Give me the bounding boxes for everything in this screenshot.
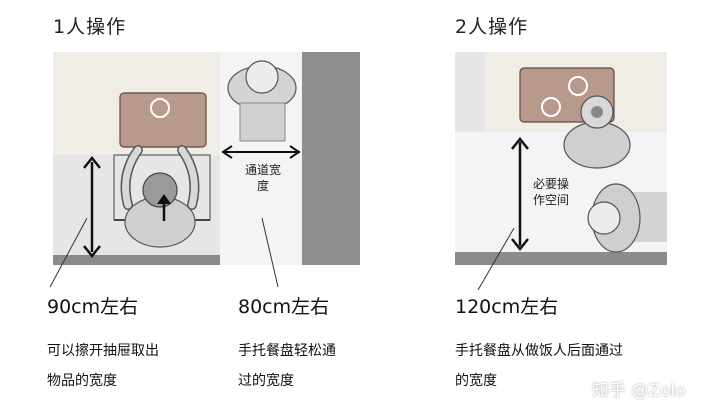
right-floor-bar — [455, 252, 667, 265]
leader-120 — [477, 227, 515, 291]
left-plan — [49, 52, 360, 288]
desc-120-line2: 的宽度 — [455, 373, 497, 389]
left-wall — [302, 52, 360, 265]
space-label: 必要操 作空间 — [525, 176, 577, 208]
left-floor-bar — [53, 255, 220, 265]
space-label-line2: 作空间 — [532, 193, 569, 207]
right-walker-figure — [587, 183, 641, 253]
left-title: 1人操作 — [53, 16, 127, 38]
space-label-line1: 必要操 — [532, 177, 569, 191]
desc-120: 手托餐盘从做饭人后面通过 的宽度 — [455, 336, 623, 396]
left-walker-figure — [227, 60, 297, 142]
leader-90 — [49, 217, 88, 288]
leader-80 — [261, 217, 279, 288]
right-counter-edge — [455, 52, 485, 132]
desc-80: 手托餐盘轻松通 过的宽度 — [238, 336, 336, 396]
left-sink — [119, 92, 207, 148]
dim-80-label: 80cm左右 — [238, 296, 330, 318]
desc-80-line1: 手托餐盘轻松通 — [238, 343, 336, 359]
dim-90-label: 90cm左右 — [47, 296, 139, 318]
left-sink-ring — [150, 98, 170, 118]
desc-90-line2: 物品的宽度 — [47, 373, 117, 389]
left-cook-figure — [120, 145, 200, 248]
right-cook-figure — [563, 95, 631, 169]
desc-120-line1: 手托餐盘从做饭人后面通过 — [455, 343, 623, 359]
right-plan — [455, 52, 667, 291]
desc-80-line2: 过的宽度 — [238, 373, 294, 389]
desc-90: 可以擦开抽屉取出 物品的宽度 — [47, 336, 159, 396]
left-tray — [239, 102, 286, 142]
dim-120-label: 120cm左右 — [455, 296, 559, 318]
right-title: 2人操作 — [455, 16, 529, 38]
aisle-width-label: 通道宽度 — [244, 163, 281, 193]
watermark: 知乎 @Zolo — [592, 381, 686, 401]
desc-90-line1: 可以擦开抽屉取出 — [47, 343, 159, 359]
